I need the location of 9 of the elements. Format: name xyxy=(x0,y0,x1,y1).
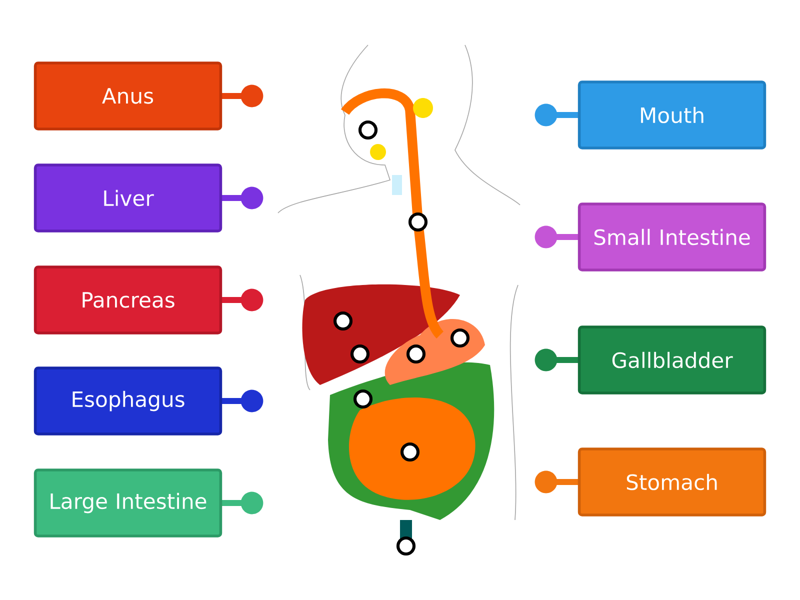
label-tile: Stomach xyxy=(534,448,766,516)
label-tile: Pancreas xyxy=(34,266,264,334)
label-tile: Anus xyxy=(34,62,264,130)
label-tile: Mouth xyxy=(534,80,766,150)
label-tile: Liver xyxy=(34,164,264,232)
label-tile: Gallbladder xyxy=(534,326,766,394)
label-tile: Small Intestine xyxy=(534,202,766,272)
label-tile: Esophagus xyxy=(34,366,264,436)
label-tile: Large Intestine xyxy=(34,468,264,538)
